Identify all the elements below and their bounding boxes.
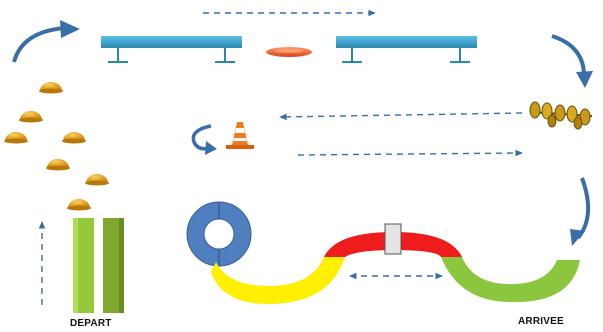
dome-cone-icon: [85, 174, 109, 186]
dashed-arrow-icon: [279, 112, 523, 121]
dome-cone-icon: [46, 159, 70, 171]
traffic-cone-icon: [226, 122, 254, 149]
curved-arrow-icon: [551, 34, 593, 88]
bench-icon: [101, 36, 242, 63]
dumbbell-icon: [529, 101, 593, 130]
dome-cone-icon: [19, 111, 43, 123]
curved-arrow-icon: [12, 20, 80, 63]
dashed-arrow-icon: [297, 149, 523, 157]
curved-arrow-icon: [570, 177, 591, 246]
hurdle-bar-icon: [73, 218, 94, 313]
dome-cone-icon: [39, 82, 63, 94]
balance-beam-icon: [211, 223, 580, 304]
start-label: DEPART: [70, 318, 112, 329]
finish-label: ARRIVEE: [518, 316, 564, 327]
frisbee-icon: [266, 47, 312, 57]
curved-arrow-icon: [191, 124, 217, 155]
ring-icon: [186, 201, 252, 267]
dome-cone-icon: [67, 199, 91, 211]
hurdle-bar-icon: [103, 218, 124, 313]
dome-cone-icon: [62, 132, 86, 144]
dome-cone-icon: [4, 132, 28, 144]
bench-icon: [336, 36, 477, 63]
